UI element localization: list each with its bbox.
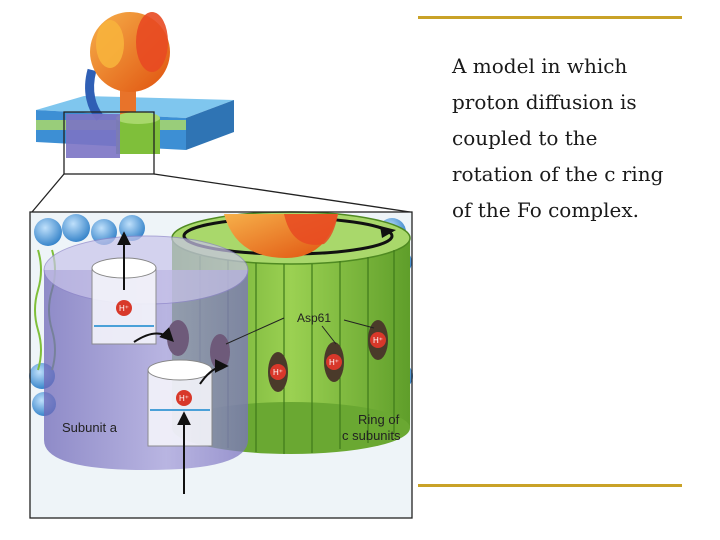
magnified-frame <box>29 211 413 519</box>
zoom-line-right <box>153 173 411 213</box>
ring-label-line-1: Ring of <box>358 412 400 427</box>
proton-label: H⁺ <box>179 394 189 403</box>
proton-path-arrows <box>117 231 229 494</box>
ring-label-line-2: c subunits <box>342 428 401 443</box>
f1-subunit <box>96 20 124 68</box>
bottom-decorative-rule <box>418 484 682 487</box>
proton-upper-channel: H⁺ <box>116 300 132 316</box>
membrane-side-face <box>186 100 234 150</box>
protons: H⁺ H⁺ H⁺ H⁺ <box>116 300 386 406</box>
caption-text: A model in which proton diffusion is cou… <box>452 48 692 228</box>
proton-label: H⁺ <box>329 358 339 367</box>
subunit-a-label: Subunit a <box>62 420 118 435</box>
proton-label: H⁺ <box>373 336 383 345</box>
asp61-callout: Asp61 <box>225 311 375 345</box>
zoom-box <box>63 111 155 175</box>
proton-lower-channel: H⁺ <box>176 390 192 406</box>
stator-stalk <box>85 68 104 121</box>
c-ring-top <box>116 112 160 124</box>
top-decorative-rule <box>418 16 682 19</box>
caption-line: coupled to the <box>452 126 598 150</box>
atp-synthase-figure: H⁺ H⁺ H⁺ H⁺ <box>22 0 420 526</box>
caption-line: of the Fo complex. <box>452 198 639 222</box>
f1-bottom-subunit <box>284 214 338 245</box>
fo-complex-diagram: H⁺ H⁺ H⁺ H⁺ <box>29 12 413 519</box>
subunit-a-socket <box>210 334 230 370</box>
proton-ring-3: H⁺ <box>370 332 386 348</box>
rotation-arrowhead <box>380 226 396 238</box>
transfer-arrow-in <box>199 359 229 385</box>
transfer-arrow-out <box>133 327 174 343</box>
overview-complex <box>31 12 411 213</box>
proton-ring-2: H⁺ <box>326 354 342 370</box>
caption-line: proton diffusion is <box>452 90 637 114</box>
zoom-line-left <box>31 173 65 213</box>
caption-line: rotation of the c ring <box>452 162 664 186</box>
proton-label: H⁺ <box>119 304 129 313</box>
f1-subunit <box>136 12 168 72</box>
caption-line: A model in which <box>452 54 628 78</box>
magnified-view: H⁺ H⁺ H⁺ H⁺ <box>29 211 413 519</box>
asp61-label: Asp61 <box>297 311 331 325</box>
proton-label: H⁺ <box>273 368 283 377</box>
proton-ring-1: H⁺ <box>270 364 286 380</box>
subunit-a-overview <box>66 114 120 158</box>
